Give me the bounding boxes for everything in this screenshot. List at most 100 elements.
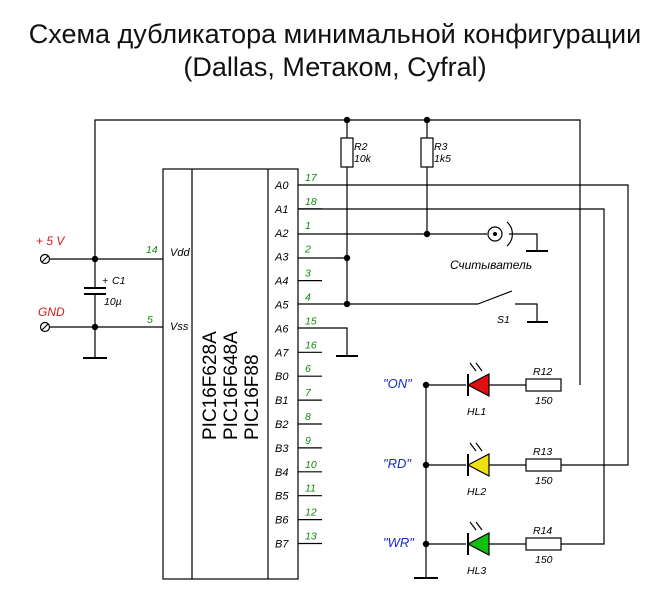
junction-dot bbox=[343, 116, 351, 124]
c1-plus: + bbox=[102, 275, 108, 287]
mcu-body bbox=[162, 168, 299, 580]
light-arrow bbox=[469, 362, 477, 372]
r3-resistor bbox=[420, 137, 434, 168]
gnd-label: GND bbox=[38, 305, 65, 319]
pin-name-a4: A4 bbox=[274, 276, 288, 288]
pin-name-a7: A7 bbox=[274, 347, 289, 359]
resistor-value: 150 bbox=[535, 395, 553, 407]
junction-dot bbox=[343, 300, 351, 308]
pin-name-a5: A5 bbox=[274, 300, 289, 312]
led-name: HL2 bbox=[467, 486, 486, 498]
pin-number-a5: 4 bbox=[305, 292, 311, 304]
led-name: HL3 bbox=[467, 565, 486, 577]
pin-name-vdd: Vdd bbox=[170, 247, 190, 259]
junction-dot bbox=[343, 254, 351, 262]
pin-name-a3: A3 bbox=[274, 252, 289, 264]
light-arrow bbox=[475, 362, 483, 372]
pin-number-a0: 17 bbox=[305, 172, 318, 184]
a6-wire bbox=[298, 327, 348, 356]
r2-resistor bbox=[340, 137, 354, 168]
pin-number-a1: 18 bbox=[305, 196, 317, 208]
s1-contact bbox=[477, 290, 513, 305]
pin-number-a2: 1 bbox=[305, 220, 311, 232]
r3-value: 1k5 bbox=[434, 153, 451, 165]
terminal-mark bbox=[41, 255, 49, 263]
pin-number-b6: 12 bbox=[305, 507, 317, 519]
pin-number-b5: 11 bbox=[305, 483, 316, 495]
reader-ground-wire bbox=[509, 233, 538, 251]
pin-name-a6: A6 bbox=[274, 323, 289, 335]
light-arrow bbox=[469, 442, 477, 452]
light-arrow bbox=[469, 521, 477, 531]
terminal-mark bbox=[41, 323, 49, 331]
vcc-rail bbox=[94, 119, 581, 385]
light-arrow bbox=[475, 442, 483, 452]
resistor-value: 150 bbox=[535, 554, 553, 566]
pin-name-a0: A0 bbox=[274, 180, 289, 192]
r2-name: R2 bbox=[354, 141, 368, 153]
resistor-r14 bbox=[525, 537, 562, 551]
pin-number-vss: 5 bbox=[147, 314, 153, 326]
pin-name-b2: B2 bbox=[275, 419, 288, 431]
reader-jack bbox=[487, 226, 503, 242]
c1-value: 10µ bbox=[104, 296, 122, 308]
a0-wire bbox=[298, 184, 629, 466]
pin-name-b3: B3 bbox=[275, 443, 289, 455]
a1-wire bbox=[298, 208, 605, 545]
s1-ground-wire bbox=[515, 303, 538, 322]
r2-value: 10k bbox=[354, 153, 372, 165]
pin-number-b0: 6 bbox=[305, 363, 311, 375]
chip-name: PIC16F628A bbox=[200, 331, 221, 440]
light-arrow bbox=[475, 521, 483, 531]
pin-number-a7: 16 bbox=[305, 339, 317, 351]
r3-name: R3 bbox=[434, 141, 448, 153]
pin-name-b6: B6 bbox=[275, 515, 289, 527]
plus-5v-terminal bbox=[39, 253, 51, 265]
pin-number-b1: 7 bbox=[305, 387, 312, 399]
title-line-1: Схема дубликатора минимальной конфигурац… bbox=[28, 19, 642, 49]
pin-number-b3: 9 bbox=[305, 435, 311, 447]
junction-dot bbox=[423, 116, 431, 124]
pin-number-a6: 15 bbox=[305, 315, 317, 327]
chip-name: PIC16F88 bbox=[242, 354, 263, 440]
pin-number-vdd: 14 bbox=[146, 244, 158, 256]
diagram-title: Схема дубликатора минимальной конфигурац… bbox=[0, 18, 670, 84]
pin-number-b4: 10 bbox=[305, 459, 317, 471]
resistor-r12 bbox=[525, 378, 562, 392]
gnd-terminal bbox=[39, 321, 51, 333]
reader-jack-center bbox=[493, 232, 497, 236]
pin-name-b4: B4 bbox=[275, 467, 288, 479]
signal-label: "RD" bbox=[383, 456, 412, 471]
pin-name-vss: Vss bbox=[170, 321, 189, 333]
pin-name-b7: B7 bbox=[275, 539, 289, 551]
resistor-name: R14 bbox=[533, 525, 552, 537]
title-line-2: (Dallas, Метаком, Cyfral) bbox=[183, 52, 487, 82]
led-hl3-body bbox=[466, 532, 490, 556]
pin-name-b5: B5 bbox=[275, 491, 289, 503]
resistor-name: R13 bbox=[533, 446, 552, 458]
pin-number-b2: 8 bbox=[305, 411, 311, 423]
pin-number-a3: 2 bbox=[304, 244, 311, 256]
chip-name: PIC16F648A bbox=[221, 331, 242, 440]
plus-5v-label: + 5 V bbox=[36, 234, 65, 248]
c1-name: C1 bbox=[112, 275, 125, 287]
pin-name-b0: B0 bbox=[275, 371, 289, 383]
resistor-name: R12 bbox=[533, 366, 552, 378]
led-hl1-body bbox=[466, 373, 490, 397]
chip-names: PIC16F628A PIC16F648A PIC16F88 bbox=[200, 331, 263, 440]
pin-name-b1: B1 bbox=[275, 395, 288, 407]
reader-label: Считыватель bbox=[450, 258, 532, 272]
pin-number-b7: 13 bbox=[305, 531, 317, 543]
s1-label: S1 bbox=[497, 314, 510, 326]
pin-name-a2: A2 bbox=[274, 228, 288, 240]
led-hl2-body bbox=[466, 453, 490, 477]
signal-label: "ON" bbox=[383, 376, 413, 391]
pin-name-a1: A1 bbox=[274, 204, 288, 216]
pin-number-a4: 3 bbox=[305, 268, 311, 280]
